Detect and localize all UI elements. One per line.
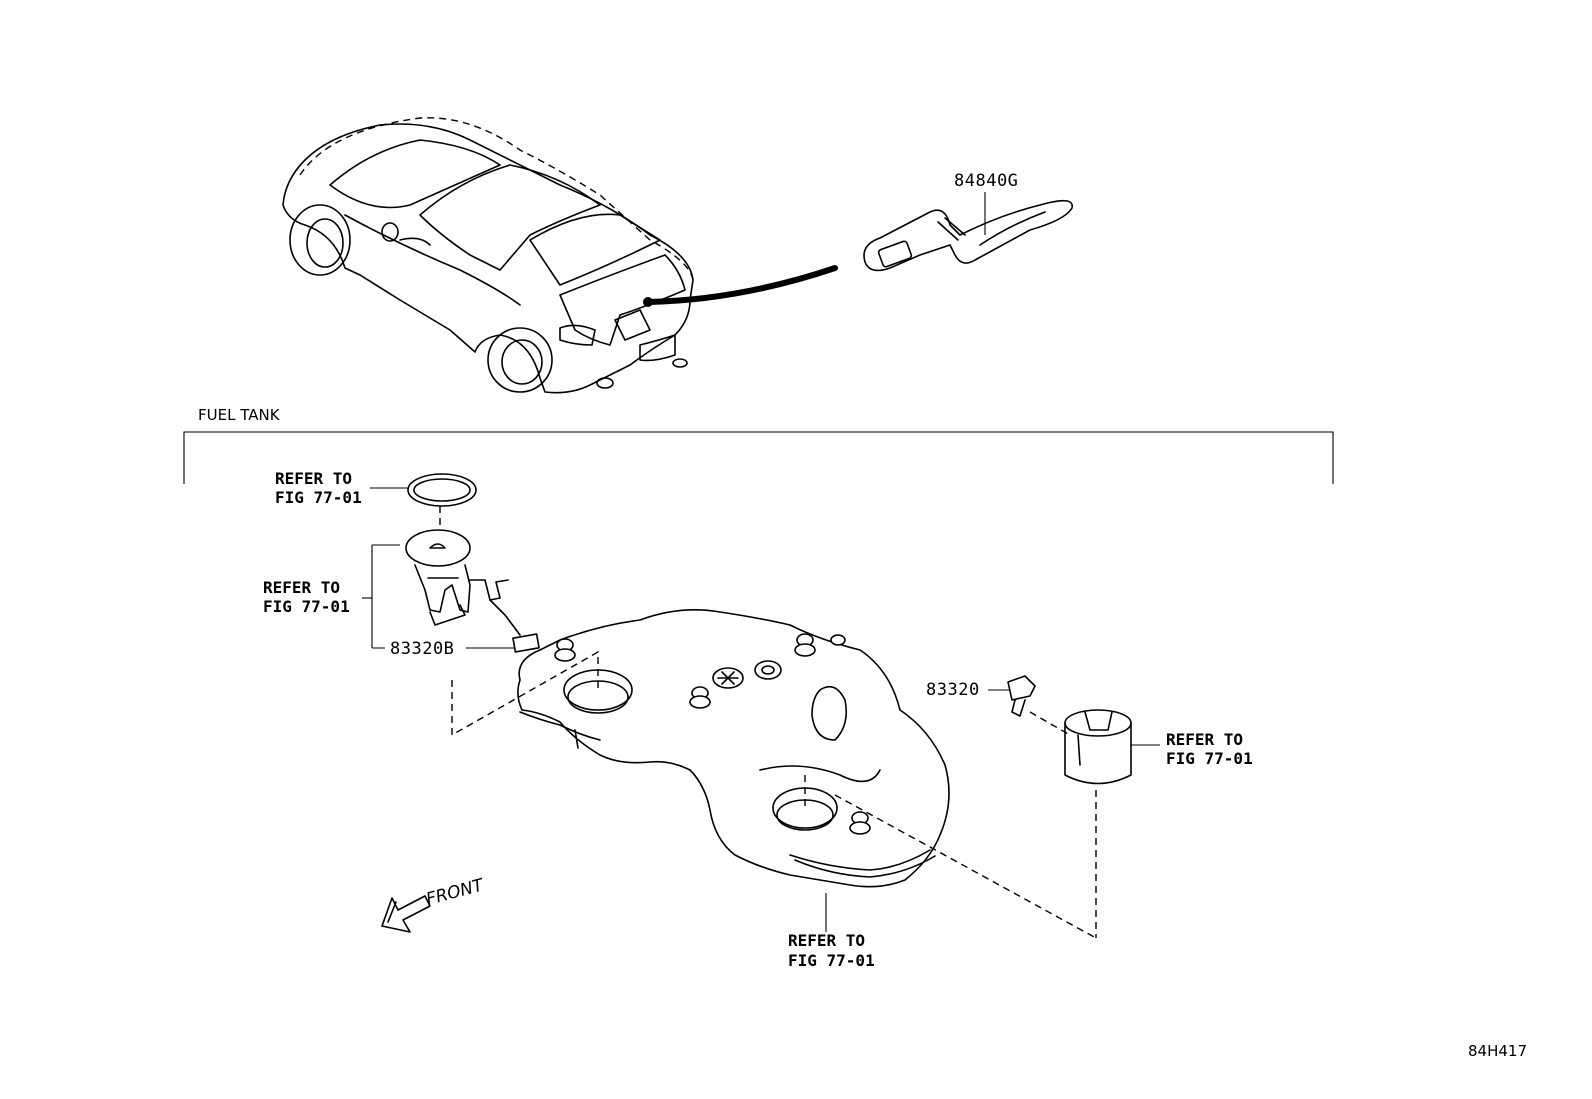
refer-note-3-line2: FIG 77-01 [1166,749,1253,768]
part-label-83320: 83320 [926,680,980,700]
sender-83320[interactable] [1007,675,1036,717]
gasket-ring[interactable] [407,473,477,507]
front-label: FRONT [424,875,487,910]
dash-sender-to-cup [1029,711,1071,736]
refer-note-4-line1: REFER TO [788,931,865,950]
bracket-pump [371,544,400,649]
section-title: FUEL TANK [198,406,281,424]
refer-note-3-line1: REFER TO [1166,730,1243,749]
refer-note-1-line2: FIG 77-01 [275,488,362,507]
diagram-id: 84H417 [1468,1042,1527,1060]
section-bracket [183,431,1334,484]
refer-note-2-line2: FIG 77-01 [263,597,350,616]
fuel-tank-body[interactable] [517,608,950,888]
refer-note-4-line2: FIG 77-01 [788,951,875,970]
dash-pump-to-tank [451,650,599,737]
part-label-83320b: 83320B [390,639,454,659]
fuel-pump-assembly[interactable] [405,529,540,653]
part-label-84840g: 84840G [954,171,1018,191]
car-illustration [282,117,838,394]
dash-rear-to-sender [834,794,1097,939]
wire-harness-84840g[interactable] [863,199,1073,272]
refer-note-2-line1: REFER TO [263,578,340,597]
refer-note-1-line1: REFER TO [275,469,352,488]
front-direction-arrow [381,895,431,933]
jet-pump-cup[interactable] [1064,709,1132,785]
